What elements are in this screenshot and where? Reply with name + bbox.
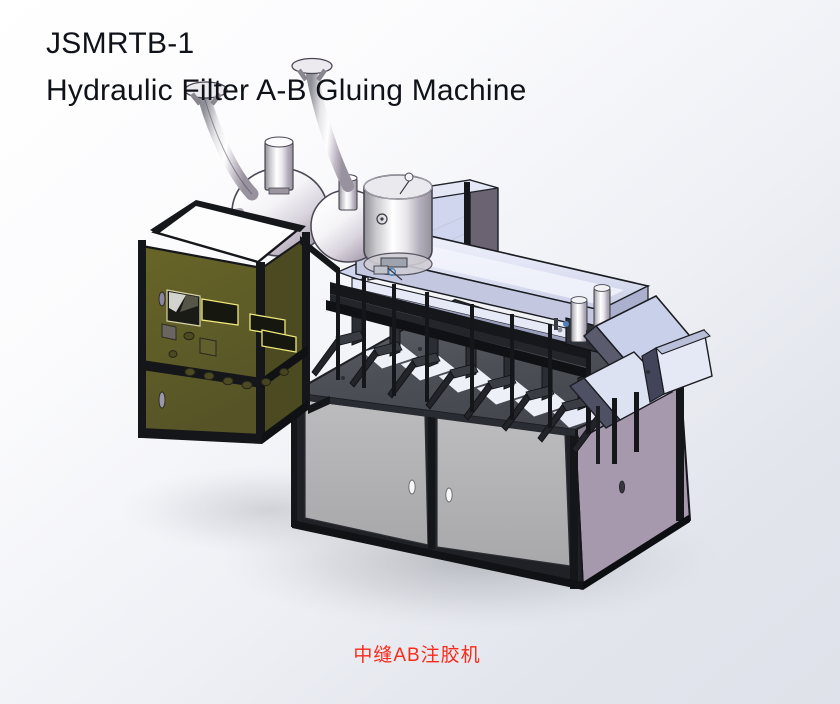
base-door-handle-side[interactable] <box>619 480 626 494</box>
gantry-rail <box>326 229 651 434</box>
push-button[interactable] <box>168 350 178 358</box>
square-button[interactable] <box>199 337 217 357</box>
glue-tank-cylinder <box>363 172 433 276</box>
indicator-lamp <box>158 291 166 307</box>
funnel-inlet-right <box>291 57 354 192</box>
link-frame <box>300 236 340 414</box>
caption-text: 中缝AB注胶机 <box>353 645 481 666</box>
outfeed-hopper <box>568 295 713 464</box>
display-window-c <box>261 329 297 353</box>
push-button[interactable] <box>203 371 215 381</box>
push-button[interactable] <box>241 380 253 390</box>
control-panel[interactable] <box>158 289 297 390</box>
push-button[interactable] <box>184 367 196 377</box>
push-button[interactable] <box>183 331 195 341</box>
control-cabinet <box>138 200 310 444</box>
dispense-cylinder <box>570 296 588 343</box>
tank-outlet-fittings <box>373 257 408 281</box>
push-button[interactable] <box>260 377 272 387</box>
funnel-inlet-left <box>184 81 259 201</box>
push-button[interactable] <box>279 367 289 377</box>
hmi-screen[interactable] <box>166 289 201 327</box>
base-door-right[interactable] <box>436 417 571 567</box>
push-button[interactable] <box>222 376 234 386</box>
selector-switch[interactable] <box>161 323 177 341</box>
caption-chinese: 中缝AB注胶机 <box>0 640 840 667</box>
cabinet-door-handle[interactable] <box>158 391 166 409</box>
display-window-a <box>201 298 239 326</box>
